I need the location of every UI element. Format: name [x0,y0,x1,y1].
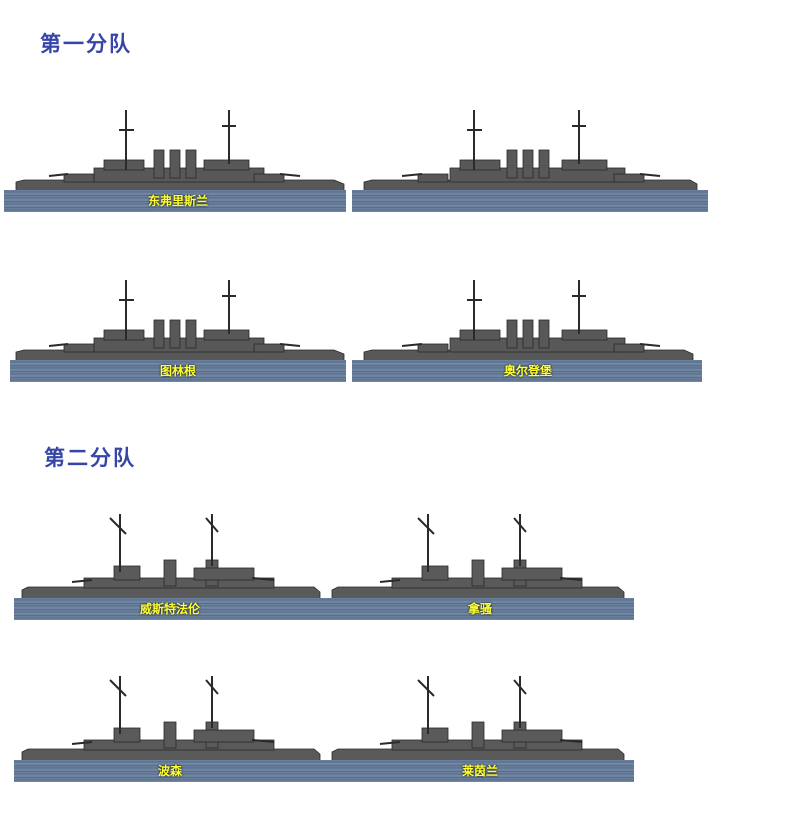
sea-strip [14,760,334,782]
ship-card-oldenburg: 奥尔登堡 [352,272,702,382]
sea-strip [322,760,634,782]
battleship-nassau-silhouette [21,514,321,601]
ship-card-thuringen: 图林根 [10,272,346,382]
ship-card-westfalen: 威斯特法伦 [14,510,334,620]
sea-strip [10,360,346,382]
battleship-helgoland-silhouette [15,280,345,363]
ship-card-nassau: 拿骚 [322,510,634,620]
battleship-nassau-silhouette [21,676,321,763]
battleship-nassau-silhouette [331,676,625,763]
ship-card-posen: 波森 [14,672,334,782]
battleship-helgoland-silhouette [363,280,694,363]
battleship-helgoland-silhouette [363,110,698,193]
ship-name: 波森 [157,764,183,778]
battleship-nassau-silhouette [331,514,625,601]
ship-card-rheinland: 莱茵兰 [322,672,634,782]
division1-title: 第一分队 [40,31,132,56]
sea-strip [322,598,634,620]
battleship-helgoland-silhouette [15,110,345,193]
ship-name: 威斯特法伦 [139,602,201,616]
ship-name: 拿骚 [467,602,493,616]
ship-name: 东弗里斯兰 [147,194,209,208]
ship-name: 奥尔登堡 [503,364,553,378]
ship-name: 莱茵兰 [461,764,499,778]
ship-card-ostfriesland: 东弗里斯兰 [4,102,346,212]
sea-strip [352,190,708,212]
sea-strip [352,360,702,382]
division2-title: 第二分队 [44,445,136,470]
ship-name: 图林根 [159,364,197,378]
sea-strip [14,598,334,620]
ship-card-blurred [352,102,708,212]
sea-strip [4,190,346,212]
